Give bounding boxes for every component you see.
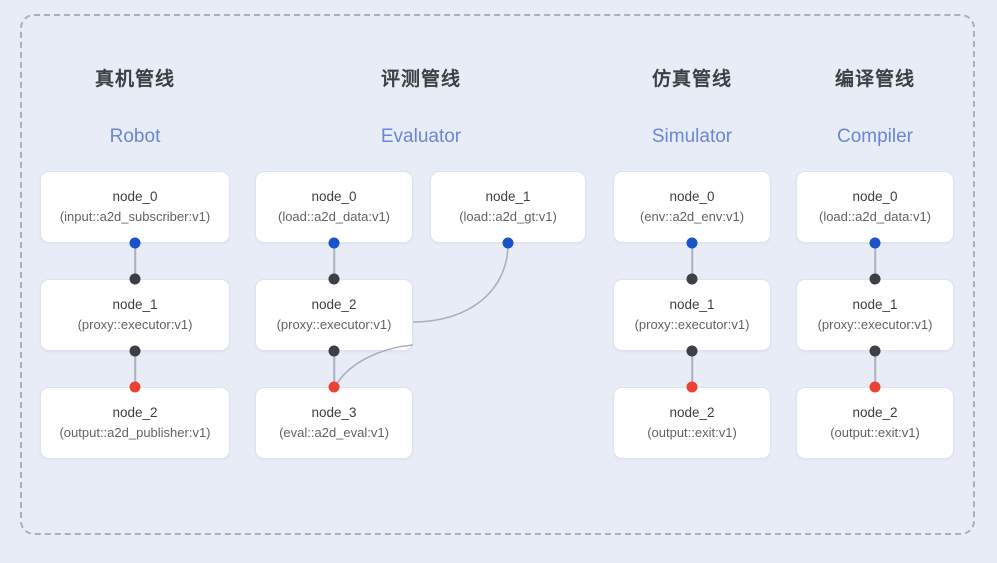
node-simulator-2[interactable]: node_2 (output::exit:v1) bbox=[613, 387, 771, 459]
port-output-evaluator-1[interactable] bbox=[502, 237, 514, 249]
node-name: node_0 bbox=[669, 189, 715, 204]
port-input-robot-2[interactable] bbox=[129, 381, 141, 393]
node-spec: (proxy::executor:v1) bbox=[276, 317, 392, 332]
node-name: node_2 bbox=[112, 405, 158, 420]
edge-robot-1-to-2 bbox=[134, 351, 136, 387]
node-spec: (load::a2d_gt:v1) bbox=[459, 209, 557, 224]
node-name: node_0 bbox=[852, 189, 898, 204]
port-input-compiler-2[interactable] bbox=[869, 381, 881, 393]
node-name: node_3 bbox=[311, 405, 357, 420]
node-robot-0[interactable]: node_0 (input::a2d_subscriber:v1) bbox=[40, 171, 230, 243]
node-spec: (eval::a2d_eval:v1) bbox=[279, 425, 389, 440]
edge-robot-0-to-1 bbox=[134, 243, 136, 279]
node-evaluator-0[interactable]: node_0 (load::a2d_data:v1) bbox=[255, 171, 413, 243]
port-output-evaluator-0[interactable] bbox=[328, 237, 340, 249]
edge-evaluator-0-to-2 bbox=[333, 243, 335, 279]
edge-compiler-0-to-1 bbox=[874, 243, 876, 279]
node-spec: (input::a2d_subscriber:v1) bbox=[59, 209, 211, 224]
port-output-compiler-1[interactable] bbox=[869, 345, 881, 357]
column-title-cn-robot: 真机管线 bbox=[94, 69, 175, 90]
edge-simulator-1-to-2 bbox=[691, 351, 693, 387]
curved-edge-executor-to-eval bbox=[334, 344, 414, 388]
edge-compiler-1-to-2 bbox=[874, 351, 876, 387]
node-name: node_1 bbox=[852, 297, 898, 312]
node-evaluator-1[interactable]: node_1 (load::a2d_gt:v1) bbox=[430, 171, 586, 243]
column-title-cn-compiler: 编译管线 bbox=[834, 69, 915, 90]
node-name: node_0 bbox=[112, 189, 158, 204]
port-output-robot-0[interactable] bbox=[129, 237, 141, 249]
column-title-cn-evaluator: 评测管线 bbox=[380, 69, 461, 90]
node-spec: (output::a2d_publisher:v1) bbox=[59, 425, 211, 440]
node-name: node_2 bbox=[852, 405, 898, 420]
node-simulator-1[interactable]: node_1 (proxy::executor:v1) bbox=[613, 279, 771, 351]
node-name: node_1 bbox=[485, 189, 531, 204]
node-spec: (load::a2d_data:v1) bbox=[277, 209, 391, 224]
port-input-simulator-2[interactable] bbox=[686, 381, 698, 393]
node-evaluator-2[interactable]: node_2 (proxy::executor:v1) bbox=[255, 279, 413, 351]
port-input-simulator-1[interactable] bbox=[686, 273, 698, 285]
column-title-en-compiler: Compiler bbox=[836, 126, 914, 147]
node-spec: (proxy::executor:v1) bbox=[817, 317, 933, 332]
node-name: node_1 bbox=[669, 297, 715, 312]
port-output-compiler-0[interactable] bbox=[869, 237, 881, 249]
node-name: node_1 bbox=[112, 297, 158, 312]
port-output-simulator-1[interactable] bbox=[686, 345, 698, 357]
node-name: node_2 bbox=[311, 297, 357, 312]
node-evaluator-3[interactable]: node_3 (eval::a2d_eval:v1) bbox=[255, 387, 413, 459]
node-spec: (output::exit:v1) bbox=[830, 425, 920, 440]
node-name: node_0 bbox=[311, 189, 357, 204]
node-spec: (proxy::executor:v1) bbox=[77, 317, 193, 332]
node-spec: (env::a2d_env:v1) bbox=[639, 209, 745, 224]
port-input-evaluator-2[interactable] bbox=[328, 273, 340, 285]
edge-simulator-0-to-1 bbox=[691, 243, 693, 279]
node-spec: (proxy::executor:v1) bbox=[634, 317, 750, 332]
port-input-evaluator-3[interactable] bbox=[328, 381, 340, 393]
node-simulator-0[interactable]: node_0 (env::a2d_env:v1) bbox=[613, 171, 771, 243]
port-input-compiler-1[interactable] bbox=[869, 273, 881, 285]
node-compiler-0[interactable]: node_0 (load::a2d_data:v1) bbox=[796, 171, 954, 243]
node-spec: (load::a2d_data:v1) bbox=[818, 209, 932, 224]
node-compiler-2[interactable]: node_2 (output::exit:v1) bbox=[796, 387, 954, 459]
port-output-simulator-0[interactable] bbox=[686, 237, 698, 249]
node-robot-1[interactable]: node_1 (proxy::executor:v1) bbox=[40, 279, 230, 351]
edge-evaluator-2-to-3 bbox=[333, 351, 335, 387]
node-robot-2[interactable]: node_2 (output::a2d_publisher:v1) bbox=[40, 387, 230, 459]
column-title-en-evaluator: Evaluator bbox=[380, 126, 462, 147]
curved-edge-gt-to-executor bbox=[412, 243, 509, 323]
node-name: node_2 bbox=[669, 405, 715, 420]
column-title-en-simulator: Simulator bbox=[651, 126, 733, 147]
port-output-robot-1[interactable] bbox=[129, 345, 141, 357]
port-input-robot-1[interactable] bbox=[129, 273, 141, 285]
node-spec: (output::exit:v1) bbox=[647, 425, 737, 440]
column-title-cn-simulator: 仿真管线 bbox=[651, 69, 732, 90]
port-output-evaluator-2[interactable] bbox=[328, 345, 340, 357]
column-title-en-robot: Robot bbox=[109, 126, 161, 147]
node-compiler-1[interactable]: node_1 (proxy::executor:v1) bbox=[796, 279, 954, 351]
